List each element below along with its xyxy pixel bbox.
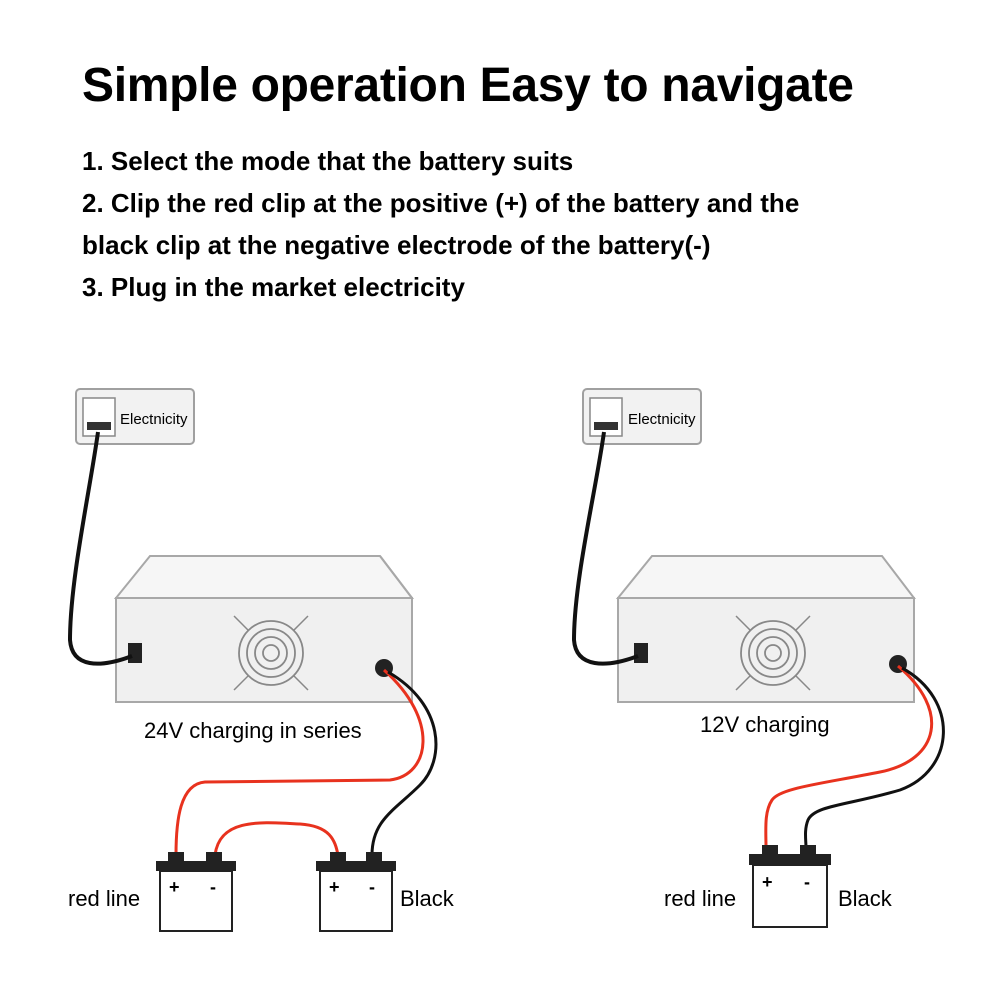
left-diagram: Electnicity 24V charging in series <box>67 388 455 932</box>
left-black-label: Black <box>400 886 455 911</box>
right-outlet: Electnicity <box>582 388 702 445</box>
left-battery-2: + - <box>316 852 396 932</box>
page-title: Simple operation Easy to navigate <box>82 59 854 112</box>
left-series-link-wire <box>213 821 340 856</box>
left-fan-icon <box>233 615 309 691</box>
left-black-wire <box>370 670 438 856</box>
left-charger <box>113 555 415 703</box>
instruction-steps: 1. Select the mode that the battery suit… <box>82 140 942 308</box>
left-battery-1-minus: - <box>210 877 216 897</box>
step-3: 3. Plug in the market electricity <box>82 272 465 302</box>
left-battery-2-minus: - <box>369 877 375 897</box>
right-charger <box>615 555 917 703</box>
left-battery-1-plus: + <box>169 877 180 897</box>
right-fan-icon <box>735 615 811 691</box>
right-caption: 12V charging <box>700 712 830 737</box>
step-2: 2. Clip the red clip at the positive (+)… <box>82 188 800 218</box>
right-red-line-label: red line <box>664 886 736 911</box>
right-power-socket <box>634 643 648 663</box>
right-black-wire <box>804 666 945 849</box>
left-battery-1: + - <box>156 852 236 932</box>
right-black-label: Black <box>838 886 893 911</box>
right-red-wire <box>764 664 934 849</box>
left-outlet-label: Electnicity <box>120 411 188 428</box>
left-caption: 24V charging in series <box>144 718 362 743</box>
right-battery: + - <box>749 845 831 928</box>
right-battery-minus: - <box>804 872 810 892</box>
left-red-line-label: red line <box>68 886 140 911</box>
step-2-continued: black clip at the negative electrode of … <box>82 230 711 260</box>
left-power-cable <box>67 431 133 666</box>
right-power-cable <box>571 431 639 666</box>
left-red-wire <box>174 668 425 856</box>
left-outlet: Electnicity <box>75 388 195 445</box>
left-power-socket <box>128 643 142 663</box>
step-1: 1. Select the mode that the battery suit… <box>82 146 574 176</box>
right-battery-plus: + <box>762 872 773 892</box>
right-diagram: Electnicity 12V charging <box>571 388 945 928</box>
right-outlet-label: Electnicity <box>628 411 696 428</box>
left-battery-2-plus: + <box>329 877 340 897</box>
